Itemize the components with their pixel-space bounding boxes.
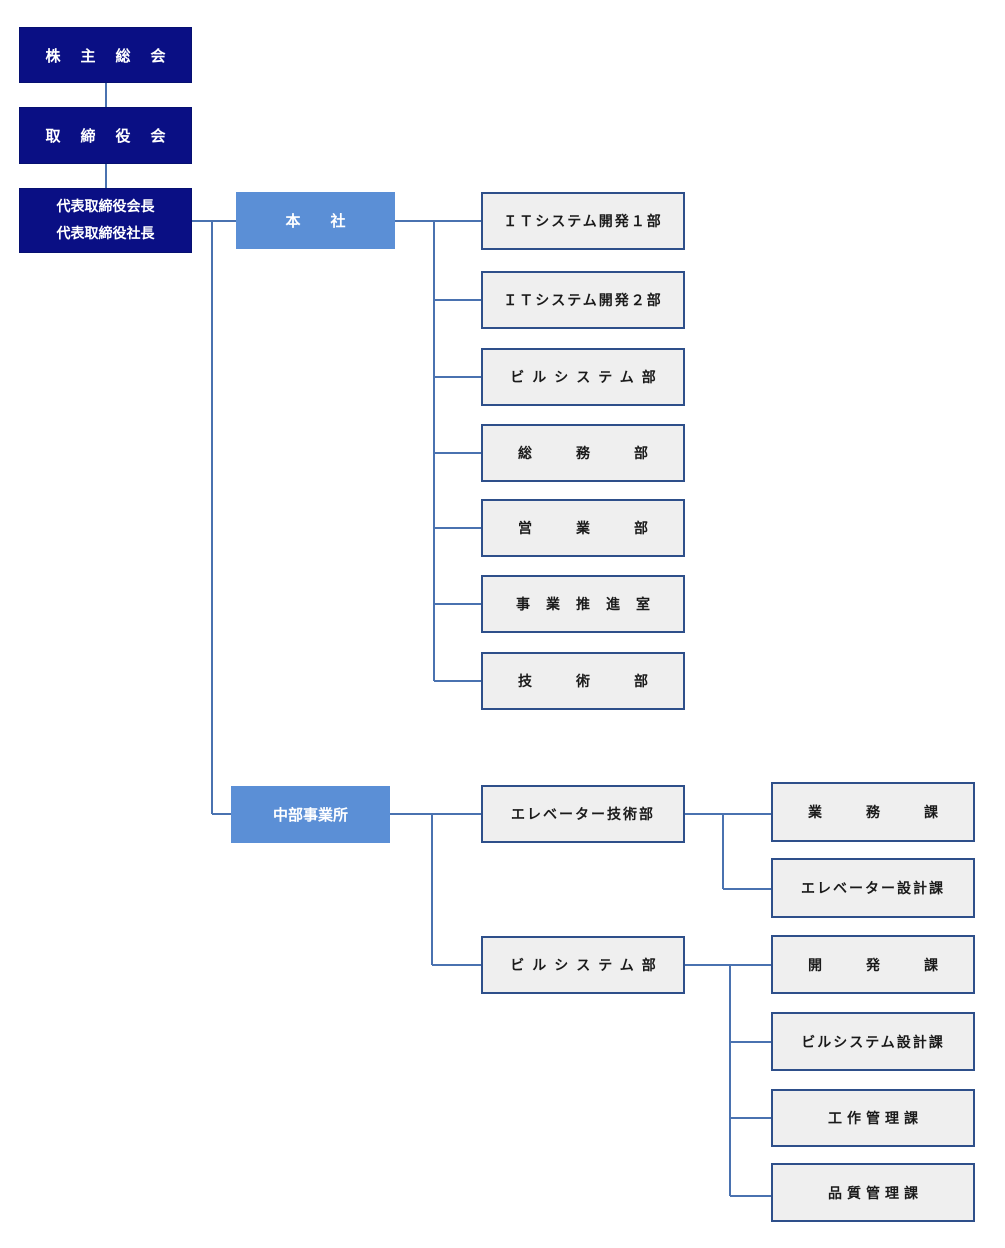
dept-label: ビルシステム部 [510, 958, 664, 974]
representative-directors-box: 代表取締役会長 代表取締役社長 [19, 188, 192, 253]
dept-label: 技術部 [518, 674, 692, 690]
section-building-system-design: ビルシステム設計課 [771, 1012, 975, 1071]
dept-label: ＩＴシステム開発２部 [503, 293, 663, 309]
dept-engineering: 技術部 [481, 652, 685, 710]
head-office-box: 本 社 [236, 192, 395, 249]
section-label: 開発課 [808, 957, 982, 974]
dept-label: エレベーター技術部 [511, 807, 655, 823]
section-label: 工作管理課 [828, 1111, 923, 1127]
dept-it-system-1: ＩＴシステム開発１部 [481, 192, 685, 250]
dept-label: 総務部 [518, 446, 692, 462]
section-development: 開発課 [771, 935, 975, 994]
section-quality-management: 品質管理課 [771, 1163, 975, 1222]
dept-elevator-engineering: エレベーター技術部 [481, 785, 685, 843]
dept-it-system-2: ＩＴシステム開発２部 [481, 271, 685, 329]
board-of-directors-box: 取締役会 [19, 107, 192, 164]
section-label: エレベーター設計課 [801, 881, 945, 897]
shareholders-meeting-box: 株主総会 [19, 27, 192, 83]
dept-chubu-building-system: ビルシステム部 [481, 936, 685, 994]
dept-label: ビルシステム部 [510, 370, 664, 386]
shareholders-meeting-label: 株主総会 [45, 46, 186, 65]
dept-label: ＩＴシステム開発１部 [503, 214, 663, 230]
dept-business-promotion: 事業推進室 [481, 575, 685, 633]
dept-label: 事業推進室 [516, 597, 666, 613]
board-of-directors-label: 取締役会 [45, 127, 186, 145]
dept-label: 営業部 [518, 521, 692, 537]
section-business: 業務課 [771, 782, 975, 842]
chubu-office-label: 中部事業所 [272, 806, 348, 824]
section-label: 品質管理課 [828, 1185, 923, 1202]
chairman-label: 代表取締役会長 [56, 198, 155, 215]
section-work-management: 工作管理課 [771, 1089, 975, 1147]
dept-building-system: ビルシステム部 [481, 348, 685, 406]
section-elevator-design: エレベーター設計課 [771, 858, 975, 918]
dept-general-affairs: 総務部 [481, 424, 685, 482]
head-office-label: 本 社 [285, 212, 346, 230]
dept-sales: 営業部 [481, 499, 685, 557]
section-label: ビルシステム設計課 [801, 1034, 945, 1051]
chubu-office-box: 中部事業所 [231, 786, 390, 843]
president-label: 代表取締役社長 [56, 225, 155, 242]
section-label: 業務課 [808, 805, 982, 821]
